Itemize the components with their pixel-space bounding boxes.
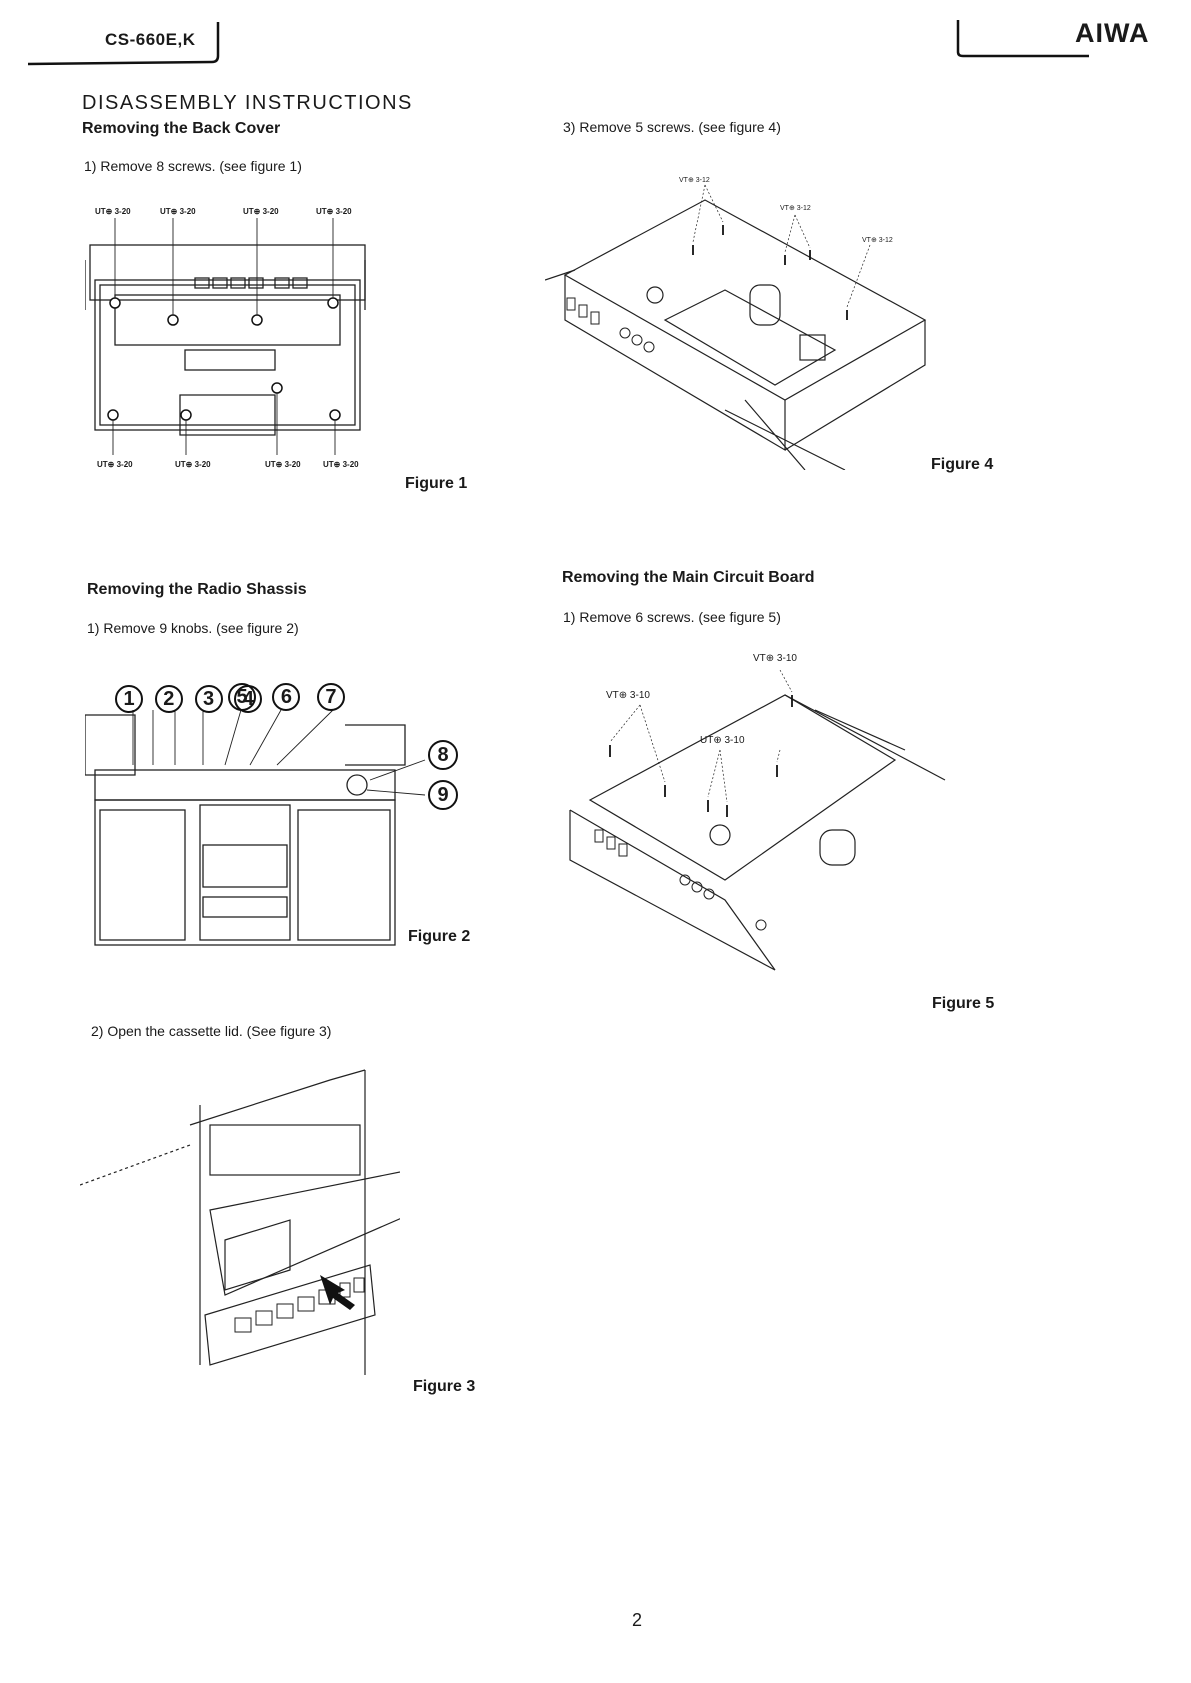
heading-main-circuit-board: Removing the Main Circuit Board — [562, 569, 815, 586]
fig4-label-3: VT⊕ 3-12 — [862, 237, 893, 244]
fig1-label-top-2: UT⊕ 3-20 — [160, 207, 196, 216]
step-remove-6-screws: 1) Remove 6 screws. (see figure 5) — [563, 609, 781, 625]
figure-5-caption: Figure 5 — [932, 995, 995, 1012]
fig5-label-top: VT⊕ 3-10 — [753, 653, 797, 664]
figure-3-drawing — [80, 1069, 400, 1375]
step-remove-5-screws: 3) Remove 5 screws. (see figure 4) — [563, 119, 781, 135]
knob-9: 9 — [428, 780, 458, 810]
knob-7: 7 — [316, 683, 345, 711]
brand-logo: AIWA — [1075, 18, 1150, 48]
fig1-label-top-4: UT⊕ 3-20 — [316, 207, 352, 216]
fig1-label-bottom-2: UT⊕ 3-20 — [175, 460, 211, 469]
page-number: 2 — [632, 1610, 643, 1630]
fig1-label-bottom-4: UT⊕ 3-20 — [323, 460, 359, 469]
knob-1: 1 — [115, 685, 143, 713]
step-remove-8-screws: 1) Remove 8 screws. (see figure 1) — [84, 158, 302, 174]
brand-bracket — [956, 20, 1089, 58]
fig1-label-top-1: UT⊕ 3-20 — [95, 207, 131, 216]
figure-2-drawing — [85, 709, 426, 946]
fig1-label-bottom-1: UT⊕ 3-20 — [97, 460, 133, 469]
figure-5-drawing — [569, 670, 946, 971]
page-title: DISASSEMBLY INSTRUCTIONS — [82, 92, 413, 114]
heading-back-cover: Removing the Back Cover — [82, 120, 281, 137]
knob-5: 5 — [228, 683, 256, 711]
step-open-cassette-lid: 2) Open the cassette lid. (See figure 3) — [91, 1023, 332, 1039]
fig4-label-2: VT⊕ 3-12 — [780, 205, 811, 212]
heading-radio-chassis: Removing the Radio Shassis — [87, 581, 307, 598]
figure-4-drawing — [545, 184, 927, 470]
step-remove-9-knobs: 1) Remove 9 knobs. (see figure 2) — [87, 620, 299, 636]
figure-4-caption: Figure 4 — [931, 456, 994, 473]
model-number: CS-660E,K — [105, 30, 196, 49]
fig5-label-middle: UT⊕ 3-10 — [700, 735, 745, 746]
knob-2: 2 — [154, 685, 183, 713]
figure-1-drawing — [85, 218, 366, 455]
fig4-label-1: VT⊕ 3-12 — [679, 177, 710, 184]
knob-8: 8 — [428, 740, 458, 770]
figure-3-caption: Figure 3 — [413, 1378, 476, 1395]
knob-callouts-5-7: 5 6 7 — [228, 683, 345, 711]
figure-1-caption: Figure 1 — [405, 475, 468, 492]
fig5-label-left: VT⊕ 3-10 — [606, 690, 650, 701]
figure-2-caption: Figure 2 — [408, 928, 471, 945]
knob-6: 6 — [272, 683, 301, 711]
fig1-label-bottom-3: UT⊕ 3-20 — [265, 460, 301, 469]
knob-3: 3 — [194, 685, 223, 713]
fig1-label-top-3: UT⊕ 3-20 — [243, 207, 279, 216]
model-bracket — [28, 22, 220, 66]
